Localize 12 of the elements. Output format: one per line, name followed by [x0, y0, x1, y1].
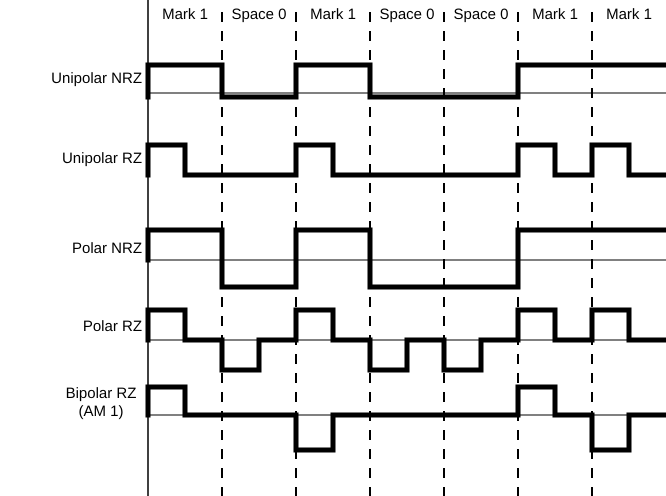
bit-header: Mark 1: [531, 6, 579, 23]
row-label: Bipolar RZ (AM 1): [64, 385, 138, 421]
bit-header: Mark 1: [605, 6, 653, 23]
bit-header: Space 0: [378, 6, 436, 23]
bit-header: Space 0: [452, 6, 510, 23]
row-label: Unipolar NRZ: [51, 70, 142, 88]
bit-header: Space 0: [230, 6, 288, 23]
bit-header: Mark 1: [309, 6, 357, 23]
row-label: Unipolar RZ: [62, 150, 142, 168]
row-label: Polar NRZ: [72, 240, 142, 258]
bit-header: Mark 1: [161, 6, 209, 23]
row-label: Polar RZ: [82, 318, 142, 336]
